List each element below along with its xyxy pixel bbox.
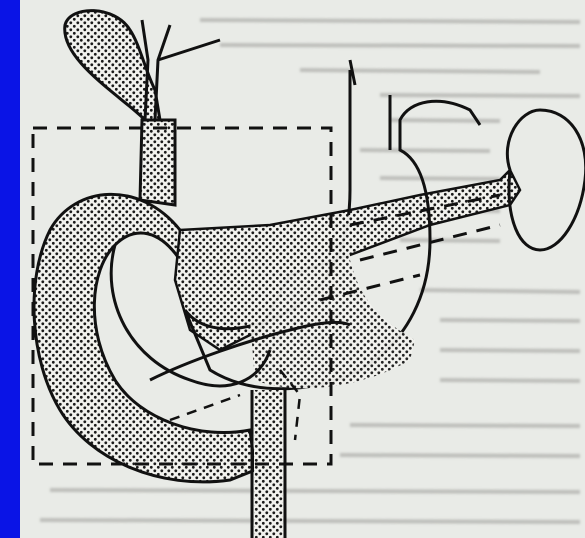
spleen [507, 110, 585, 250]
scanned-page [20, 0, 585, 538]
common-bile-duct [140, 120, 175, 205]
anatomy-illustration [20, 0, 585, 538]
stomach-outline-upper [350, 60, 390, 150]
